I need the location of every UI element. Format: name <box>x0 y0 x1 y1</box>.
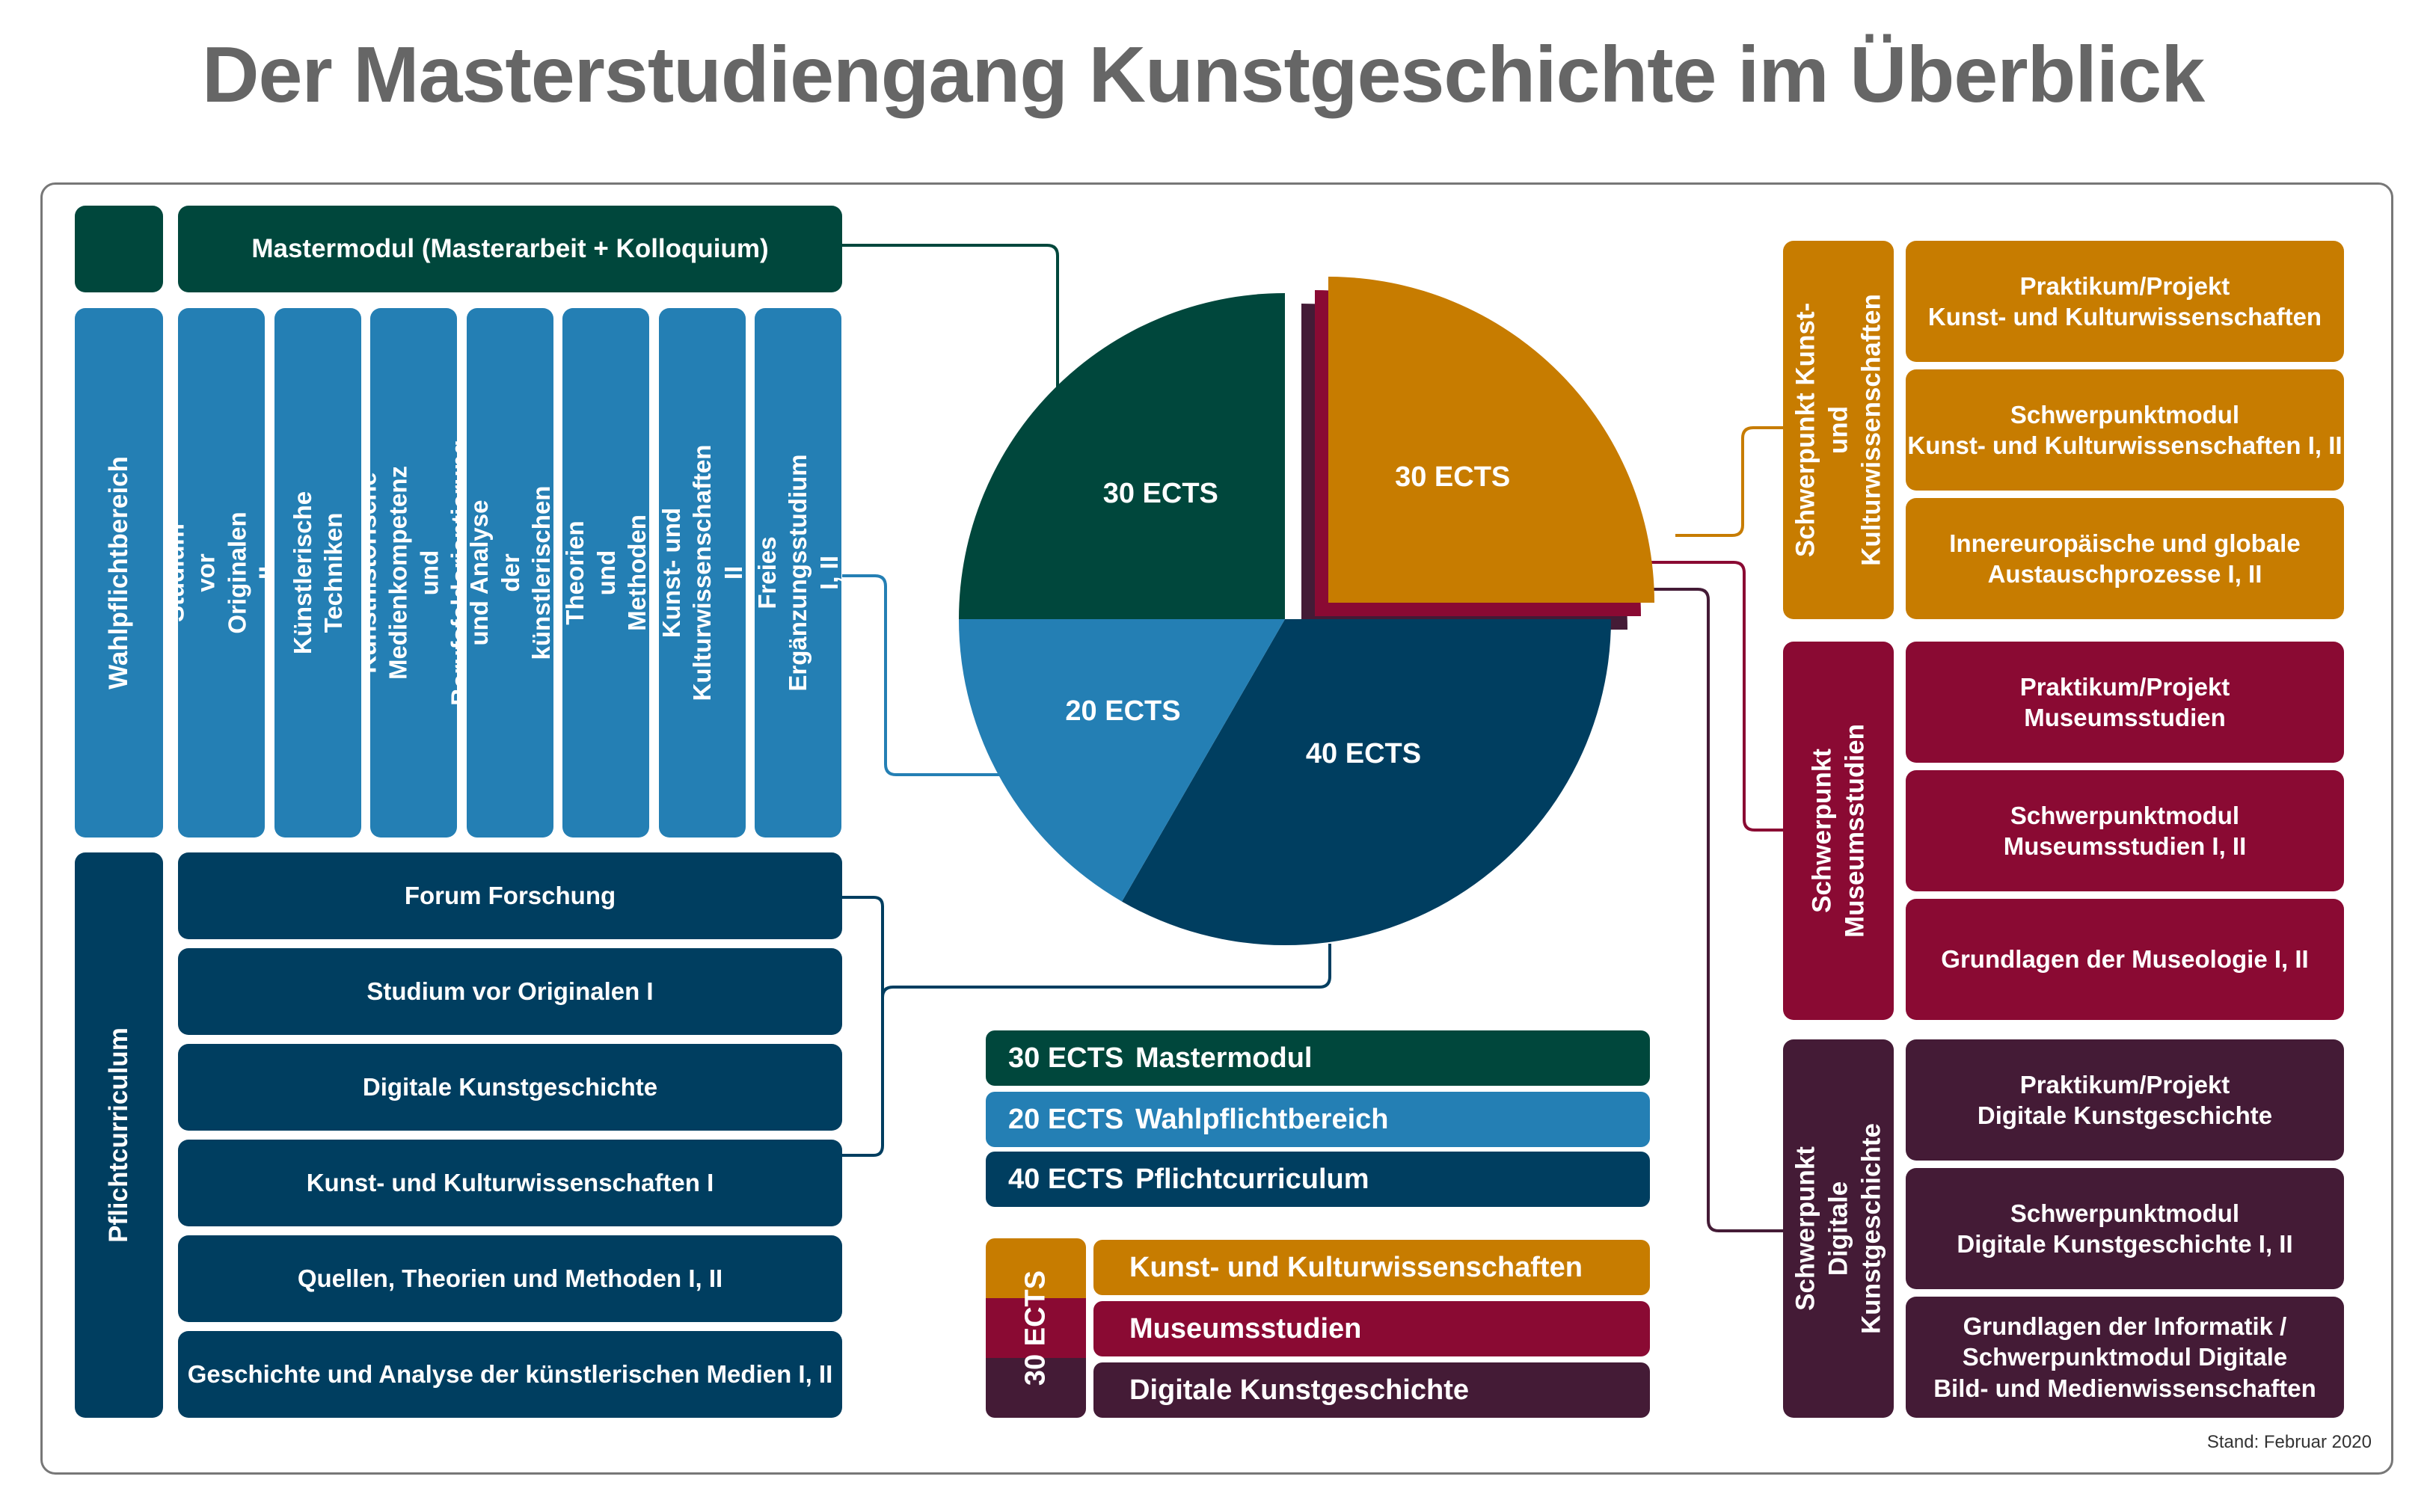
pie-label-schwerpunkt: 30 ECTS <box>1395 461 1510 493</box>
legend-sp-color-1 <box>986 1238 1086 1298</box>
pflicht-item: Studium vor Originalen I <box>178 948 842 1035</box>
pflicht-item: Quellen, Theorien und Methoden I, II <box>178 1235 842 1322</box>
schwerpunkt-item: Innereuropäische und globale Austauschpr… <box>1906 498 2344 619</box>
schwerpunkt-item: Schwerpunktmodul Digitale Kunstgeschicht… <box>1906 1168 2344 1289</box>
pie-label-wahlpflicht: 20 ECTS <box>1065 695 1180 727</box>
schwerpunkt-heading: Schwerpunkt Kunst- und Kulturwissenschaf… <box>1783 241 1894 619</box>
connector-mastermodul <box>842 244 1059 389</box>
wahlpflicht-item-label: Quellen, Theorien und Methoden III, IV <box>562 514 649 631</box>
pie-slice-pflicht <box>1122 619 1611 945</box>
legend-ects: 40 ECTS <box>1008 1163 1124 1195</box>
connector-kunst-kultur <box>1675 426 1783 537</box>
schwerpunkt-item: Grundlagen der Museologie I, II <box>1906 899 2344 1020</box>
legend-row: 20 ECTS Wahlpflichtbereich <box>986 1092 1650 1147</box>
wahlpflicht-item-label: Geschichte und Analyse der künstlerische… <box>466 485 553 660</box>
connector-digital <box>1627 588 1783 1232</box>
wahlpflicht-item: Geschichte und Analyse der künstlerische… <box>466 308 553 838</box>
connector-wahlpflicht <box>842 574 1006 776</box>
wahlpflicht-item: Freies Ergänzungsstudium I, II <box>755 308 841 838</box>
connector-pflicht <box>842 896 884 1157</box>
legend-ects: 20 ECTS <box>1008 1103 1124 1135</box>
wahlpflicht-item-label: Künstlerische Techniken <box>288 491 347 655</box>
legend-ects: 30 ECTS <box>1008 1042 1124 1074</box>
schwerpunkt-item: Praktikum/Projekt Digitale Kunstgeschich… <box>1906 1039 2344 1161</box>
schwerpunkt-heading: Schwerpunkt Museumsstudien <box>1783 642 1894 1020</box>
pie-label-mastermodul: 30 ECTS <box>1103 478 1218 509</box>
legend-row: 30 ECTS Mastermodul <box>986 1030 1650 1086</box>
schwerpunkt-item: Praktikum/Projekt Museumsstudien <box>1906 642 2344 763</box>
mastermodul-box: Mastermodul (Masterarbeit + Kolloquium) <box>178 206 842 292</box>
legend-label: Mastermodul <box>1135 1042 1313 1074</box>
wahlpflicht-item: Studium vor Originalen II <box>178 308 265 838</box>
wahlpflicht-heading: Wahlpflichtbereich <box>75 308 163 838</box>
legend-sp-row: Kunst- und Kulturwissenschaften <box>1093 1240 1650 1295</box>
schwerpunkt-item: Schwerpunktmodul Museumsstudien I, II <box>1906 770 2344 891</box>
connector-pflicht-pie <box>881 944 1331 1026</box>
schwerpunkt-item: Grundlagen der Informatik / Schwerpunktm… <box>1906 1297 2344 1418</box>
connector-museum <box>1645 561 1783 832</box>
legend-label: Pflichtcurriculum <box>1135 1163 1369 1195</box>
pflicht-heading: Pflichtcurriculum <box>75 852 163 1418</box>
pie-slice-kunst-kultur <box>1328 277 1654 603</box>
wahlpflicht-item: Künstlerische Techniken <box>274 308 361 838</box>
stand-date: Stand: Februar 2020 <box>2206 1432 2372 1452</box>
wahlpflicht-item: Kunst- und Kulturwissenschaften II <box>658 308 746 838</box>
pie-chart: 30 ECTS 20 ECTS 40 ECTS 30 ECTS <box>959 277 1654 945</box>
pflicht-item: Digitale Kunstgeschichte <box>178 1044 842 1131</box>
schwerpunkt-heading-label: Schwerpunkt Kunst- und Kulturwissenschaf… <box>1791 294 1886 566</box>
legend-sp-color-2 <box>986 1298 1086 1358</box>
pflicht-item: Geschichte und Analyse der künstlerische… <box>178 1331 842 1418</box>
pie-slice-wahlpflicht <box>959 619 1285 902</box>
pflicht-item: Kunst- und Kulturwissenschaften I <box>178 1140 842 1226</box>
legend-sp-ects: 30 ECTS <box>1019 1270 1052 1386</box>
schwerpunkt-item: Praktikum/Projekt Kunst- und Kulturwisse… <box>1906 241 2344 362</box>
schwerpunkt-heading-label: Schwerpunkt Digitale Kunstgeschichte <box>1791 1123 1886 1334</box>
legend-label: Wahlpflichtbereich <box>1135 1103 1389 1135</box>
schwerpunkt-item: Schwerpunktmodul Kunst- und Kulturwissen… <box>1906 369 2344 491</box>
legend-sp-color-3 <box>986 1358 1086 1418</box>
schwerpunkt-heading: Schwerpunkt Digitale Kunstgeschichte <box>1783 1039 1894 1418</box>
legend-sp-row: Museumsstudien <box>1093 1301 1650 1356</box>
wahlpflicht-item: Kunsthistorische Medienkompetenz und Ber… <box>370 308 457 838</box>
page-title: Der Masterstudiengang Kunstgeschichte im… <box>202 31 2205 119</box>
mastermodul-marker <box>75 206 163 292</box>
wahlpflicht-item-label: Kunst- und Kulturwissenschaften II <box>658 444 746 701</box>
pie-slice-mastermodul <box>959 293 1285 619</box>
schwerpunkt-heading-label: Schwerpunkt Museumsstudien <box>1807 724 1869 938</box>
pie-label-pflicht: 40 ECTS <box>1306 738 1421 769</box>
wahlpflicht-item-label: Freies Ergänzungsstudium I, II <box>755 454 841 692</box>
legend-sp-row: Digitale Kunstgeschichte <box>1093 1362 1650 1418</box>
pflicht-item: Forum Forschung <box>178 852 842 939</box>
wahlpflicht-item-label: Kunsthistorische Medienkompetenz und Ber… <box>370 440 457 706</box>
legend-row: 40 ECTS Pflichtcurriculum <box>986 1152 1650 1207</box>
wahlpflicht-item-label: Studium vor Originalen II <box>178 511 265 634</box>
overview-frame <box>40 182 2393 1475</box>
wahlpflicht-item: Quellen, Theorien und Methoden III, IV <box>562 308 649 838</box>
